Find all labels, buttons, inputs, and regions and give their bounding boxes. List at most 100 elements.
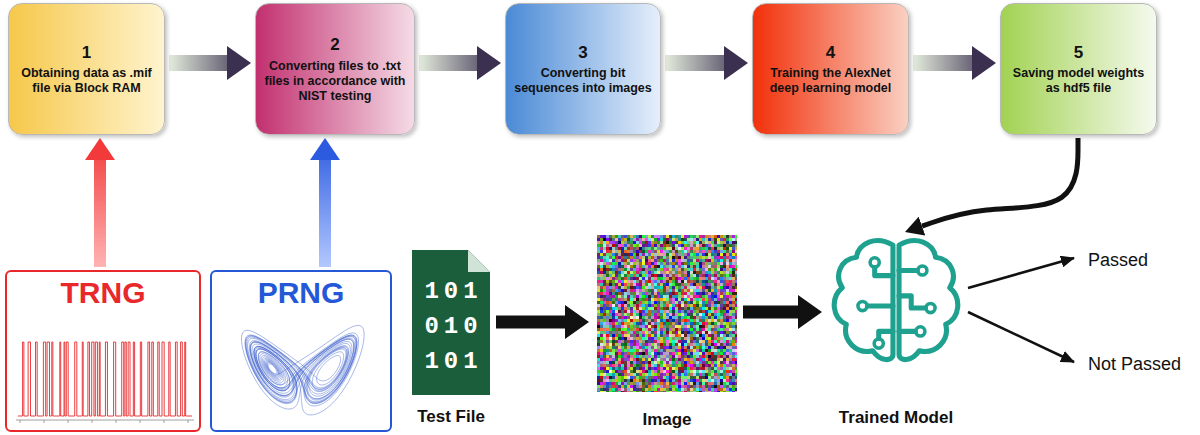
noise-pixel bbox=[612, 322, 615, 325]
noise-pixel bbox=[696, 295, 699, 298]
noise-pixel bbox=[699, 343, 702, 346]
noise-pixel bbox=[636, 325, 639, 328]
noise-pixel bbox=[597, 310, 600, 313]
noise-pixel bbox=[603, 319, 606, 322]
noise-pixel bbox=[723, 328, 726, 331]
noise-pixel bbox=[690, 265, 693, 268]
noise-pixel bbox=[681, 298, 684, 301]
noise-pixel bbox=[612, 331, 615, 334]
noise-pixel bbox=[717, 355, 720, 358]
noise-pixel bbox=[702, 247, 705, 250]
noise-pixel bbox=[663, 331, 666, 334]
noise-pixel bbox=[603, 355, 606, 358]
noise-pixel bbox=[687, 256, 690, 259]
noise-pixel bbox=[708, 253, 711, 256]
noise-pixel bbox=[600, 349, 603, 352]
noise-pixel bbox=[720, 319, 723, 322]
noise-pixel bbox=[600, 256, 603, 259]
noise-pixel bbox=[690, 328, 693, 331]
noise-pixel bbox=[735, 241, 737, 244]
noise-pixel bbox=[642, 334, 645, 337]
noise-pixel bbox=[675, 247, 678, 250]
noise-pixel bbox=[648, 304, 651, 307]
noise-pixel bbox=[735, 313, 737, 316]
noise-pixel bbox=[618, 328, 621, 331]
noise-pixel bbox=[627, 337, 630, 340]
noise-pixel bbox=[645, 280, 648, 283]
noise-pixel bbox=[651, 247, 654, 250]
noise-pixel bbox=[672, 331, 675, 334]
noise-pixel bbox=[648, 277, 651, 280]
noise-pixel bbox=[636, 253, 639, 256]
step-number: 2 bbox=[330, 34, 339, 56]
noise-pixel bbox=[726, 298, 729, 301]
noise-pixel bbox=[606, 298, 609, 301]
noise-pixel bbox=[615, 322, 618, 325]
noise-pixel bbox=[681, 238, 684, 241]
noise-pixel bbox=[663, 334, 666, 337]
noise-pixel bbox=[630, 280, 633, 283]
noise-pixel bbox=[720, 286, 723, 289]
noise-pixel bbox=[669, 268, 672, 271]
noise-pixel bbox=[609, 352, 612, 355]
noise-pixel bbox=[717, 316, 720, 319]
noise-pixel bbox=[654, 322, 657, 325]
noise-pixel bbox=[615, 334, 618, 337]
noise-pixel bbox=[612, 241, 615, 244]
noise-pixel bbox=[675, 238, 678, 241]
noise-pixel bbox=[603, 331, 606, 334]
noise-pixel bbox=[615, 295, 618, 298]
noise-pixel bbox=[714, 313, 717, 316]
noise-pixel bbox=[729, 316, 732, 319]
noise-pixel bbox=[699, 334, 702, 337]
noise-pixel bbox=[723, 340, 726, 343]
noise-pixel bbox=[732, 355, 735, 358]
noise-pixel bbox=[708, 271, 711, 274]
noise-pixel bbox=[735, 250, 737, 253]
noise-pixel bbox=[675, 316, 678, 319]
noise-pixel bbox=[633, 334, 636, 337]
noise-pixel bbox=[705, 310, 708, 313]
noise-pixel bbox=[693, 319, 696, 322]
noise-pixel bbox=[690, 298, 693, 301]
noise-pixel bbox=[600, 241, 603, 244]
noise-pixel bbox=[609, 322, 612, 325]
noise-pixel bbox=[615, 298, 618, 301]
noise-pixel bbox=[726, 262, 729, 265]
noise-pixel bbox=[693, 259, 696, 262]
noise-pixel bbox=[735, 280, 737, 283]
noise-pixel bbox=[696, 337, 699, 340]
noise-pixel bbox=[600, 301, 603, 304]
noise-pixel bbox=[636, 301, 639, 304]
noise-pixel bbox=[657, 310, 660, 313]
noise-pixel bbox=[609, 247, 612, 250]
noise-pixel bbox=[615, 355, 618, 358]
noise-pixel bbox=[705, 340, 708, 343]
noise-pixel bbox=[627, 355, 630, 358]
step-number: 4 bbox=[826, 42, 835, 64]
noise-pixel bbox=[636, 322, 639, 325]
noise-pixel bbox=[621, 286, 624, 289]
noise-pixel bbox=[636, 283, 639, 286]
noise-pixel bbox=[681, 253, 684, 256]
noise-pixel bbox=[681, 256, 684, 259]
noise-pixel bbox=[630, 274, 633, 277]
noise-pixel bbox=[648, 274, 651, 277]
noise-pixel bbox=[666, 331, 669, 334]
noise-pixel bbox=[603, 346, 606, 349]
noise-pixel bbox=[675, 322, 678, 325]
noise-pixel bbox=[630, 259, 633, 262]
noise-pixel bbox=[711, 301, 714, 304]
noise-pixel bbox=[693, 340, 696, 343]
noise-pixel bbox=[681, 271, 684, 274]
noise-pixel bbox=[669, 337, 672, 340]
noise-pixel bbox=[687, 319, 690, 322]
noise-pixel bbox=[639, 244, 642, 247]
noise-pixel bbox=[732, 337, 735, 340]
noise-pixel bbox=[660, 301, 663, 304]
noise-pixel bbox=[615, 262, 618, 265]
noise-pixel bbox=[612, 280, 615, 283]
noise-pixel bbox=[675, 352, 678, 355]
noise-pixel bbox=[615, 358, 618, 361]
noise-pixel bbox=[654, 313, 657, 316]
